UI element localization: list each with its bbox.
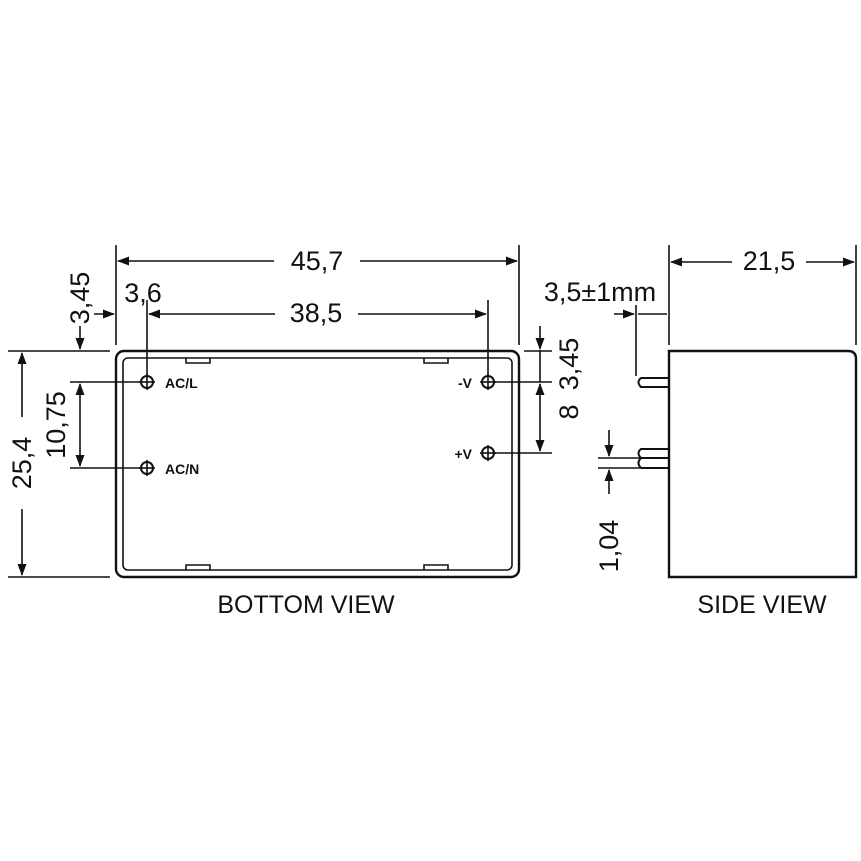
side-view-title: SIDE VIEW — [697, 591, 827, 619]
dim-label-pin-spacing-vertical-right: 8 — [554, 404, 584, 419]
side-body-outline — [667, 349, 858, 579]
pin-label-minus-v: -V — [458, 375, 473, 391]
pin-ac-n — [139, 460, 155, 476]
dim-pin-offset-left: 3,6 — [94, 278, 162, 319]
module-outline-inner — [122, 357, 513, 571]
dim-label-pin-spacing-horizontal: 38,5 — [290, 298, 343, 328]
side-view: 21,5 3,5±1mm 1,04 SIDE VIEW — [544, 245, 858, 619]
dim-pin-spacing-vertical-left: 10,75 — [41, 383, 141, 469]
dim-pin-diameter: 1,04 — [594, 430, 640, 572]
dim-label-pin-offset-left: 3,6 — [124, 278, 162, 308]
bottom-view: AC/L AC/N -V +V 45,7 38,5 3,6 — [7, 245, 584, 619]
dim-label-pin-spacing-vertical-left: 10,75 — [41, 391, 71, 459]
dim-label-pin-diameter: 1,04 — [594, 520, 624, 573]
dim-edge-offset-left: 3,45 — [65, 272, 141, 383]
pin-label-ac-n: AC/N — [165, 461, 199, 477]
pin-plus-v — [480, 445, 496, 461]
outline-notches — [185, 358, 449, 570]
bottom-view-title: BOTTOM VIEW — [217, 591, 395, 619]
pin-label-ac-l: AC/L — [165, 375, 198, 391]
dim-label-edge-offset-left: 3,45 — [65, 272, 95, 325]
dim-depth: 21,5 — [668, 245, 857, 345]
dim-pin-length: 3,5±1mm — [544, 277, 667, 376]
dim-label-overall-width: 45,7 — [291, 246, 344, 276]
pin-ac-l — [139, 374, 155, 390]
dim-label-pin-length: 3,5±1mm — [544, 277, 656, 307]
side-pin-top — [637, 377, 669, 388]
dim-pin-spacing-horizontal: 38,5 — [146, 298, 489, 376]
dim-edge-offset-right: 3,45 — [494, 326, 584, 390]
dim-label-depth: 21,5 — [743, 246, 796, 276]
dim-label-edge-offset-right: 3,45 — [554, 338, 584, 391]
dim-pin-spacing-vertical-right: 8 — [494, 383, 584, 454]
dim-overall-width: 45,7 — [115, 245, 520, 345]
dim-overall-height: 25,4 — [7, 350, 110, 578]
dim-label-overall-height: 25,4 — [7, 437, 37, 490]
side-pin-bottom — [637, 448, 669, 469]
module-outline-outer — [114, 349, 521, 579]
pin-minus-v — [480, 374, 496, 390]
pin-label-plus-v: +V — [454, 446, 472, 462]
